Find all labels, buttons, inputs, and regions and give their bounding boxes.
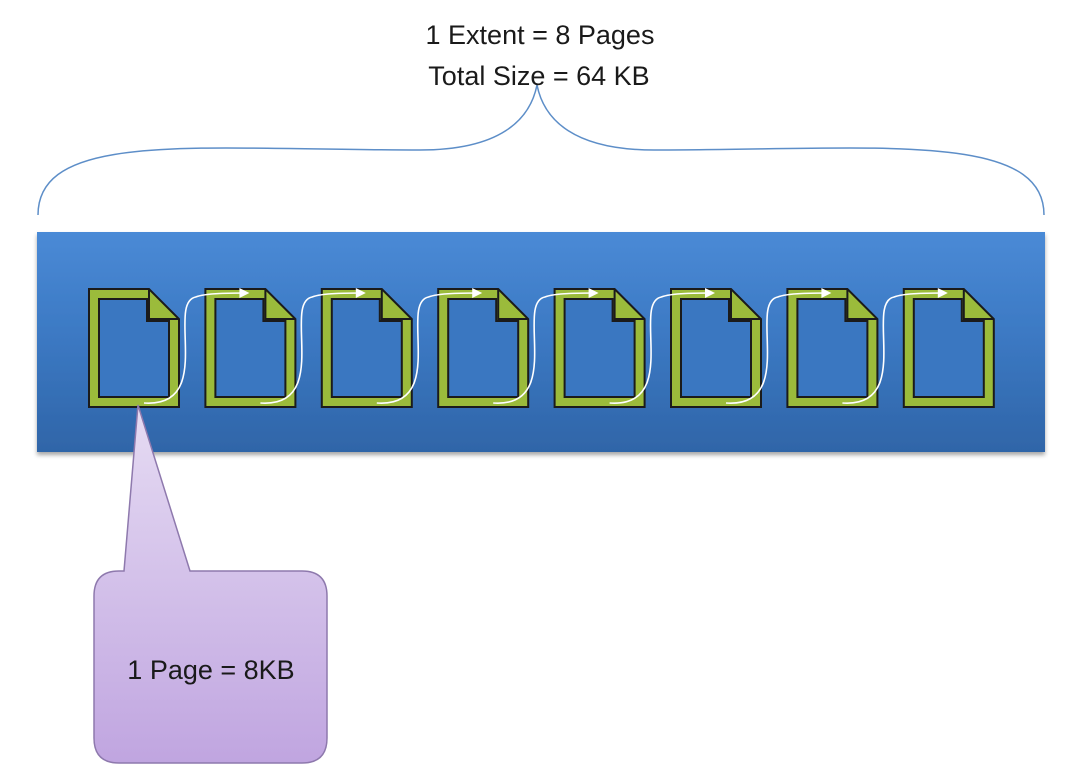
page-links: [143, 288, 948, 404]
page-icon: [88, 288, 180, 408]
page-link-arrow: [260, 292, 364, 404]
page-link-arrow: [376, 292, 481, 404]
extent-bar: [37, 232, 1045, 452]
page-link-arrow: [725, 292, 830, 404]
page-icon: [437, 288, 530, 408]
extent-brace: [37, 84, 1045, 216]
extent-title: 1 Extent = 8 Pages: [425, 20, 655, 50]
arrow-head-icon: [355, 288, 366, 298]
extent-total-size: Total Size = 64 KB: [428, 61, 650, 91]
page-icon: [204, 288, 297, 408]
callout-bubble: [93, 404, 328, 764]
arrow-head-icon: [705, 288, 715, 298]
page-size-label: 1 Page = 8KB: [127, 655, 295, 685]
page-icon: [320, 288, 413, 408]
page-link-arrow: [493, 292, 597, 404]
arrow-head-icon: [588, 288, 599, 298]
page-link-arrow: [842, 292, 946, 404]
page-icon: [553, 288, 646, 408]
arrow-head-icon: [239, 288, 250, 298]
page-icon: [670, 288, 762, 408]
arrow-head-icon: [472, 288, 483, 298]
arrow-head-icon: [821, 288, 832, 298]
pages-group: [88, 288, 995, 408]
page-link-arrow: [609, 292, 714, 404]
page-link-arrow: [143, 292, 248, 404]
page-icon: [902, 288, 995, 408]
page-icon: [786, 288, 879, 408]
arrow-head-icon: [937, 288, 948, 298]
